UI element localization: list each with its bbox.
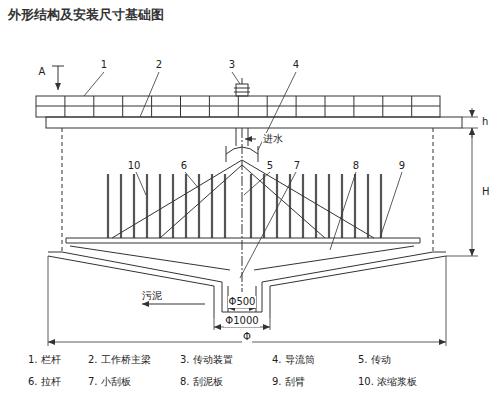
railing-posts — [36, 96, 440, 117]
callout-number: 4 — [293, 59, 299, 71]
stroke — [211, 174, 213, 238]
stroke — [341, 174, 343, 238]
stroke — [380, 174, 382, 238]
center-shaft — [242, 128, 243, 292]
scraper-blades — [70, 246, 414, 270]
tank-wall — [62, 128, 433, 252]
stroke — [367, 174, 369, 238]
view-arrow — [58, 66, 59, 90]
stroke — [328, 174, 330, 238]
stroke — [315, 174, 317, 238]
callout-number: 2 — [156, 59, 162, 71]
callout-number: 9 — [398, 160, 406, 172]
view-letter: A — [39, 66, 46, 78]
dimension-label: h — [482, 116, 488, 128]
leader-lines — [84, 72, 402, 278]
tank-bottom — [48, 252, 446, 318]
stroke — [107, 174, 109, 238]
stroke — [36, 106, 440, 107]
dimension-lines — [48, 108, 478, 346]
stroke — [133, 174, 135, 238]
part-name: 5. 传动 — [358, 354, 391, 366]
stroke — [185, 174, 187, 238]
stroke — [120, 174, 122, 238]
sludge-arrow — [142, 304, 205, 305]
title: 外形结构及安装尺寸基础图 — [8, 6, 164, 24]
stroke — [224, 174, 226, 238]
dimension-label: Φ — [242, 331, 252, 343]
feed-well — [226, 146, 258, 162]
callout-number: 10 — [127, 160, 142, 172]
part-name: 7. 小刮板 — [88, 376, 131, 388]
dimension-label: Φ500 — [228, 296, 257, 308]
part-name: 10. 浓缩浆板 — [358, 376, 417, 388]
part-name: 4. 导流筒 — [272, 354, 315, 366]
callout-number: 6 — [180, 160, 188, 172]
stroke — [250, 174, 252, 238]
part-name: 9. 刮臂 — [272, 376, 305, 388]
stroke — [172, 174, 174, 238]
part-name: 1. 栏杆 — [28, 354, 61, 366]
part-name: 6. 拉杆 — [28, 376, 61, 388]
stroke — [354, 174, 356, 238]
callout-number: 7 — [293, 160, 301, 172]
picket-rods — [108, 174, 381, 238]
callout-number: 5 — [266, 160, 274, 172]
stroke — [198, 174, 200, 238]
feed-arrow — [245, 139, 256, 140]
part-name: 2. 工作桥主梁 — [88, 354, 151, 366]
callout-number: 8 — [352, 160, 360, 172]
dimension-label: Φ1000 — [224, 315, 259, 327]
flow-label: 进水 — [262, 133, 284, 145]
tie-rod — [112, 160, 374, 238]
callout-number: 3 — [229, 59, 235, 71]
callout-number: 1 — [101, 59, 107, 71]
part-name: 8. 刮泥板 — [180, 376, 223, 388]
stroke — [302, 174, 304, 238]
bridge-beam — [46, 117, 462, 128]
scraper-arm — [66, 238, 420, 243]
dimension-label: H — [482, 186, 490, 198]
drive-device — [234, 78, 250, 96]
stroke — [146, 174, 148, 238]
part-name: 3. 传动装置 — [180, 354, 233, 366]
railing — [36, 96, 440, 117]
stroke — [159, 174, 161, 238]
flow-label: 污泥 — [142, 290, 162, 302]
